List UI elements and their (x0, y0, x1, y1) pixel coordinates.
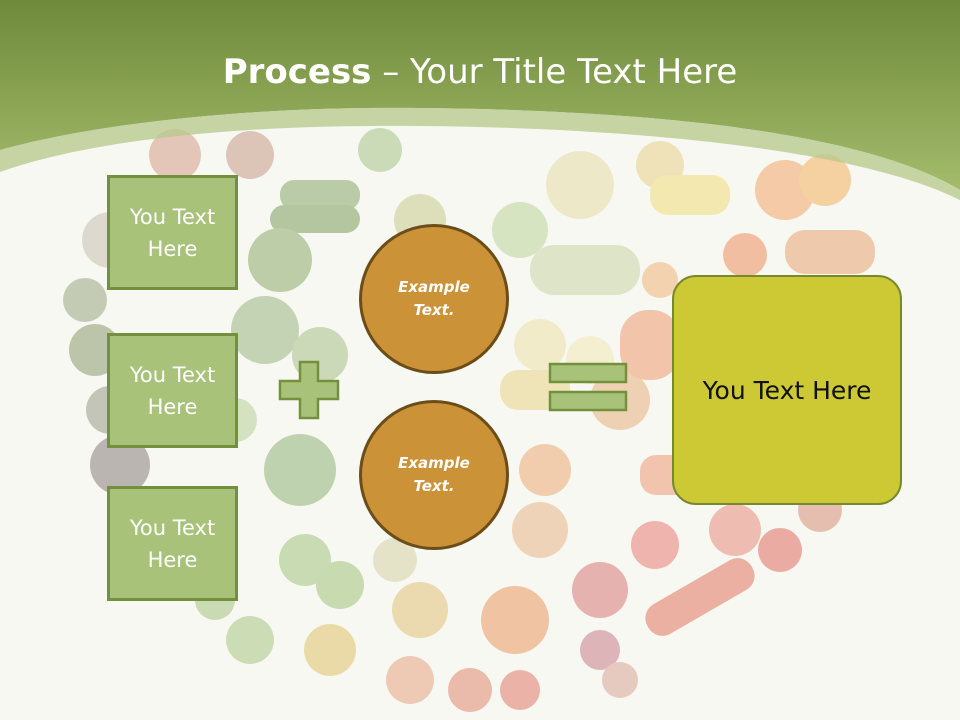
header-band (0, 0, 960, 200)
plus-icon (278, 360, 340, 420)
input-box-1[interactable]: You Text Here (107, 175, 238, 290)
example-circle-1[interactable]: Example Text. (359, 224, 509, 374)
example-circle-2[interactable]: Example Text. (359, 400, 509, 550)
input-box-3[interactable]: You Text Here (107, 486, 238, 601)
input-box-2[interactable]: You Text Here (107, 333, 238, 448)
equals-icon (548, 362, 628, 412)
title-rest: – Your Title Text Here (371, 52, 738, 92)
title-bold: Process (222, 52, 372, 92)
result-box[interactable]: You Text Here (672, 275, 902, 505)
slide-title: Process – Your Title Text Here (0, 52, 960, 92)
